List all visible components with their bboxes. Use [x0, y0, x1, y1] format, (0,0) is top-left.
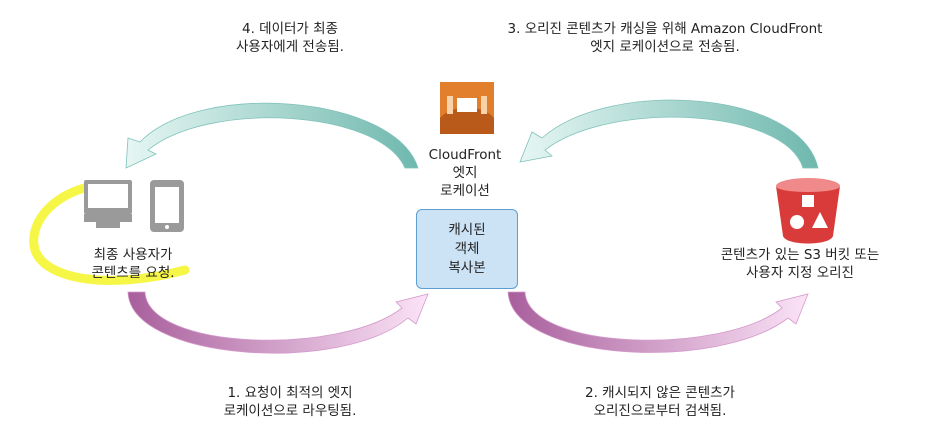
origin-label: 콘텐츠가 있는 S3 버킷 또는 사용자 지정 오리진 — [680, 246, 920, 282]
step2-line1: 2. 캐시되지 않은 콘텐츠가 — [585, 385, 735, 401]
arrow-step1 — [127, 291, 429, 354]
cache-line3: 복사본 — [448, 259, 486, 276]
step3-label: 3. 오리진 콘텐츠가 캐싱을 위해 Amazon CloudFront 엣지 … — [450, 20, 880, 56]
step1-line2: 로케이션으로 라우팅됨. — [223, 403, 357, 419]
highlight-scribble — [29, 181, 190, 285]
edge-location-line3: 로케이션 — [440, 183, 490, 199]
edge-location-line2: 엣지 — [452, 165, 478, 181]
step1-label: 1. 요청이 최적의 엣지 로케이션으로 라우팅됨. — [160, 384, 420, 420]
arrow-step4 — [125, 102, 419, 169]
cached-copy-box: 캐시된 객체 복사본 — [416, 209, 518, 289]
step4-line1: 4. 데이터가 최종 — [242, 21, 338, 37]
end-user-label: 최종 사용자가 콘텐츠를 요청. — [48, 246, 218, 282]
desktop-icon — [84, 180, 132, 228]
edge-location-line1: CloudFront — [428, 147, 502, 163]
step1-line1: 1. 요청이 최적의 엣지 — [227, 385, 353, 401]
step4-line2: 사용자에게 전송됨. — [236, 39, 344, 55]
edge-location-label: CloudFront 엣지 로케이션 — [410, 146, 520, 200]
cache-line1: 캐시된 — [448, 221, 486, 238]
arrow-step2 — [507, 291, 809, 353]
step3-line2: 엣지 로케이션으로 전송됨. — [590, 39, 740, 55]
mobile-phone-icon — [150, 180, 184, 232]
end-user-line1: 최종 사용자가 — [93, 247, 173, 263]
cache-line2: 객체 — [454, 240, 480, 257]
s3-bucket-icon — [776, 178, 840, 244]
step2-label: 2. 캐시되지 않은 콘텐츠가 오리진으로부터 검색됨. — [530, 384, 790, 420]
step3-line1: 3. 오리진 콘텐츠가 캐싱을 위해 Amazon CloudFront — [507, 21, 823, 37]
step4-label: 4. 데이터가 최종 사용자에게 전송됨. — [175, 20, 405, 56]
cloudfront-icon — [440, 82, 494, 134]
origin-line1: 콘텐츠가 있는 S3 버킷 또는 — [720, 247, 880, 263]
arrow-step3 — [519, 99, 819, 169]
end-user-line2: 콘텐츠를 요청. — [91, 265, 175, 281]
origin-line2: 사용자 지정 오리진 — [746, 265, 854, 281]
step2-line2: 오리진으로부터 검색됨. — [593, 403, 727, 419]
